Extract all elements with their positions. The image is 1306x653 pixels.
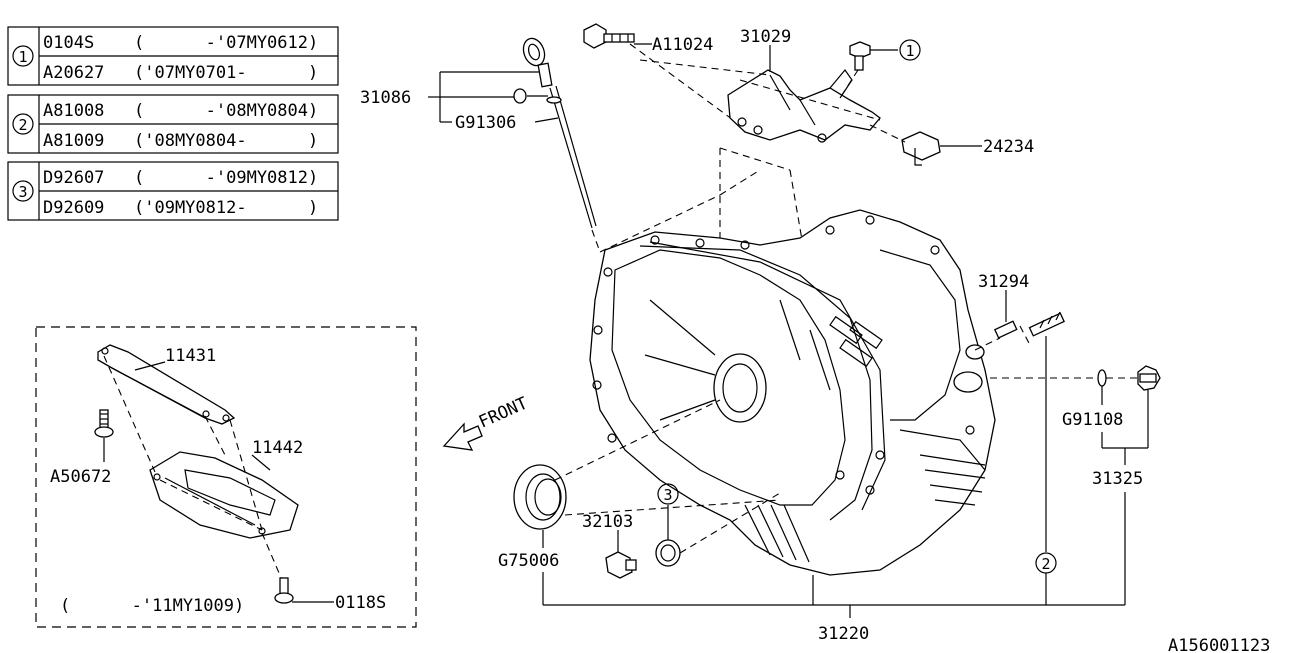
callout-24234: 24234 bbox=[983, 137, 1034, 157]
model-year-range: ('07MY0701- ) bbox=[134, 63, 318, 83]
drain-plug-drawing bbox=[1097, 365, 1161, 391]
callout-a11024: A11024 bbox=[652, 35, 713, 55]
cover-bolt-drawing bbox=[94, 409, 114, 438]
part-number: A20627 bbox=[43, 63, 104, 83]
front-direction-indicator: FRONT bbox=[442, 393, 531, 451]
transmission-case-drawing bbox=[589, 209, 996, 576]
callout-31294: 31294 bbox=[978, 272, 1029, 292]
leader-11431 bbox=[134, 361, 166, 371]
cover-bracket-drawing bbox=[97, 344, 236, 425]
model-year-range: ('09MY0812- ) bbox=[134, 198, 318, 218]
callout-a50672: A50672 bbox=[50, 467, 111, 487]
cover-drawing bbox=[149, 451, 299, 539]
part-number: D92609 bbox=[43, 198, 104, 218]
diagram-id: A156001123 bbox=[1168, 636, 1270, 653]
callout-31220: 31220 bbox=[818, 624, 869, 644]
bracket-drawing bbox=[727, 69, 881, 143]
ref-circle-3 bbox=[12, 180, 34, 202]
callout-31029: 31029 bbox=[740, 27, 791, 47]
oil-seal-drawing bbox=[513, 464, 567, 530]
ref-number: 2 bbox=[18, 116, 27, 134]
inset-model-year-range: ( -'11MY1009) bbox=[60, 596, 244, 616]
callout-11431: 11431 bbox=[165, 346, 216, 366]
front-label: FRONT bbox=[476, 393, 531, 432]
front-arrow-icon bbox=[442, 422, 483, 451]
ref-circle-3-callout bbox=[657, 483, 679, 505]
ref-number: 2 bbox=[1041, 555, 1050, 573]
leader-11442 bbox=[251, 454, 271, 471]
callout-g91108: G91108 bbox=[1062, 410, 1123, 430]
ref-number: 1 bbox=[905, 42, 914, 60]
dipstick-drawing bbox=[513, 37, 597, 229]
model-year-range: ( -'09MY0812) bbox=[134, 168, 318, 188]
callout-31086: 31086 bbox=[360, 88, 411, 108]
ref-number: 3 bbox=[663, 486, 672, 504]
ref-number: 3 bbox=[18, 183, 27, 201]
plug-drawing bbox=[605, 551, 637, 579]
part-number: A81008 bbox=[43, 101, 104, 121]
part-number: 0104S bbox=[43, 33, 94, 53]
supersession-table-1: 1 0104S ( -'07MY0612) A20627 ('07MY0701-… bbox=[7, 26, 339, 86]
callout-31325: 31325 bbox=[1092, 469, 1143, 489]
bracket-small-bolt-drawing bbox=[849, 41, 871, 71]
bracket-bolt-drawing bbox=[583, 23, 635, 49]
inset-box: 11431 A50672 11442 bbox=[35, 326, 417, 628]
part-number: D92607 bbox=[43, 168, 104, 188]
stud-drawing bbox=[1028, 311, 1065, 337]
ref-circle-1-callout bbox=[899, 39, 921, 61]
callout-11442: 11442 bbox=[252, 438, 303, 458]
supersession-table-2: 2 A81008 ( -'08MY0804) A81009 ('08MY0804… bbox=[7, 94, 339, 154]
part-number: A81009 bbox=[43, 131, 104, 151]
lower-bolt-drawing bbox=[274, 577, 294, 604]
callout-g75006: G75006 bbox=[498, 551, 559, 571]
model-year-range: ( -'07MY0612) bbox=[134, 33, 318, 53]
ref-number: 1 bbox=[18, 48, 27, 66]
bracket-clip-drawing bbox=[901, 131, 941, 166]
dowel-pin-drawing bbox=[993, 320, 1018, 339]
model-year-range: ( -'08MY0804) bbox=[134, 101, 318, 121]
ref-circle-2 bbox=[12, 113, 34, 135]
ref-circle-1 bbox=[12, 45, 34, 67]
callout-0118s: 0118S bbox=[335, 593, 386, 613]
model-year-range: ('08MY0804- ) bbox=[134, 131, 318, 151]
callout-g91306: G91306 bbox=[455, 113, 516, 133]
supersession-table-3: 3 D92607 ( -'09MY0812) D92609 ('09MY0812… bbox=[7, 161, 339, 221]
plug-gasket-drawing bbox=[655, 539, 681, 567]
callout-32103: 32103 bbox=[582, 512, 633, 532]
